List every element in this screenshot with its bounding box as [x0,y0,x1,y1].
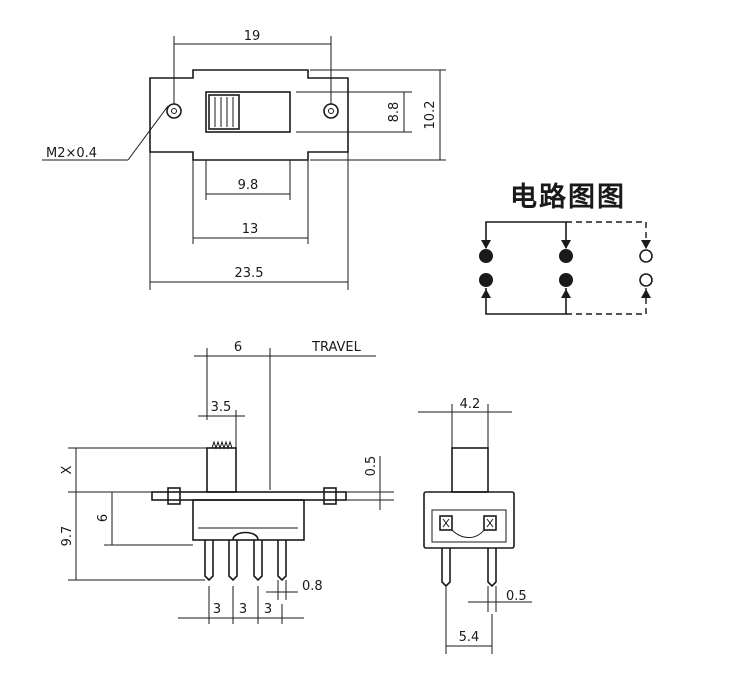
dim-pin-width: 0.8 [302,579,323,594]
dim-knob-width: 3.5 [211,400,232,415]
contact-c2 [639,273,653,287]
contact-b2 [559,273,573,287]
slider-knob [208,94,240,130]
dim-body-6: 6 [96,514,111,522]
dim-pitch-1: 3 [213,602,221,617]
top-view: 19 M2×0.4 8.8 10.2 9.8 13 23.5 [42,29,446,290]
contact-a1 [479,249,493,263]
dim-mid-13: 13 [242,222,259,237]
dim-pitch-2: 3 [239,602,247,617]
dim-x: X [60,465,75,474]
contact-c1 [639,249,653,263]
pins [204,531,287,582]
dim-travel: 6 [234,340,242,355]
contact-b1 [559,249,573,263]
dim-pin-05: 0.5 [506,589,527,604]
dim-top-42: 4.2 [460,397,481,412]
dim-inner-98: 9.8 [238,178,259,193]
end-view: 4.2 0.5 5.4 [418,397,532,654]
dim-bottom-54: 5.4 [459,630,480,645]
travel-label: TRAVEL [311,340,362,355]
mounting-hole-right [323,103,339,119]
dim-overall-235: 23.5 [235,266,264,281]
dim-gap-05: 0.5 [364,456,379,477]
actuator-knob [206,440,237,493]
dim-width-19: 19 [244,29,261,44]
dim-height-88: 8.8 [387,102,402,123]
circuit-schematic: 电路图图 [479,181,653,315]
dim-height-97: 9.7 [60,526,75,547]
mounting-hole-left [166,103,182,119]
dim-hole: M2×0.4 [46,146,97,161]
schematic-title: 电路图图 [510,181,626,213]
dim-pitch-3: 3 [264,602,272,617]
contact-a2 [479,273,493,287]
dim-height-102: 10.2 [423,101,438,130]
side-view: 6 TRAVEL 3.5 X [60,340,394,624]
